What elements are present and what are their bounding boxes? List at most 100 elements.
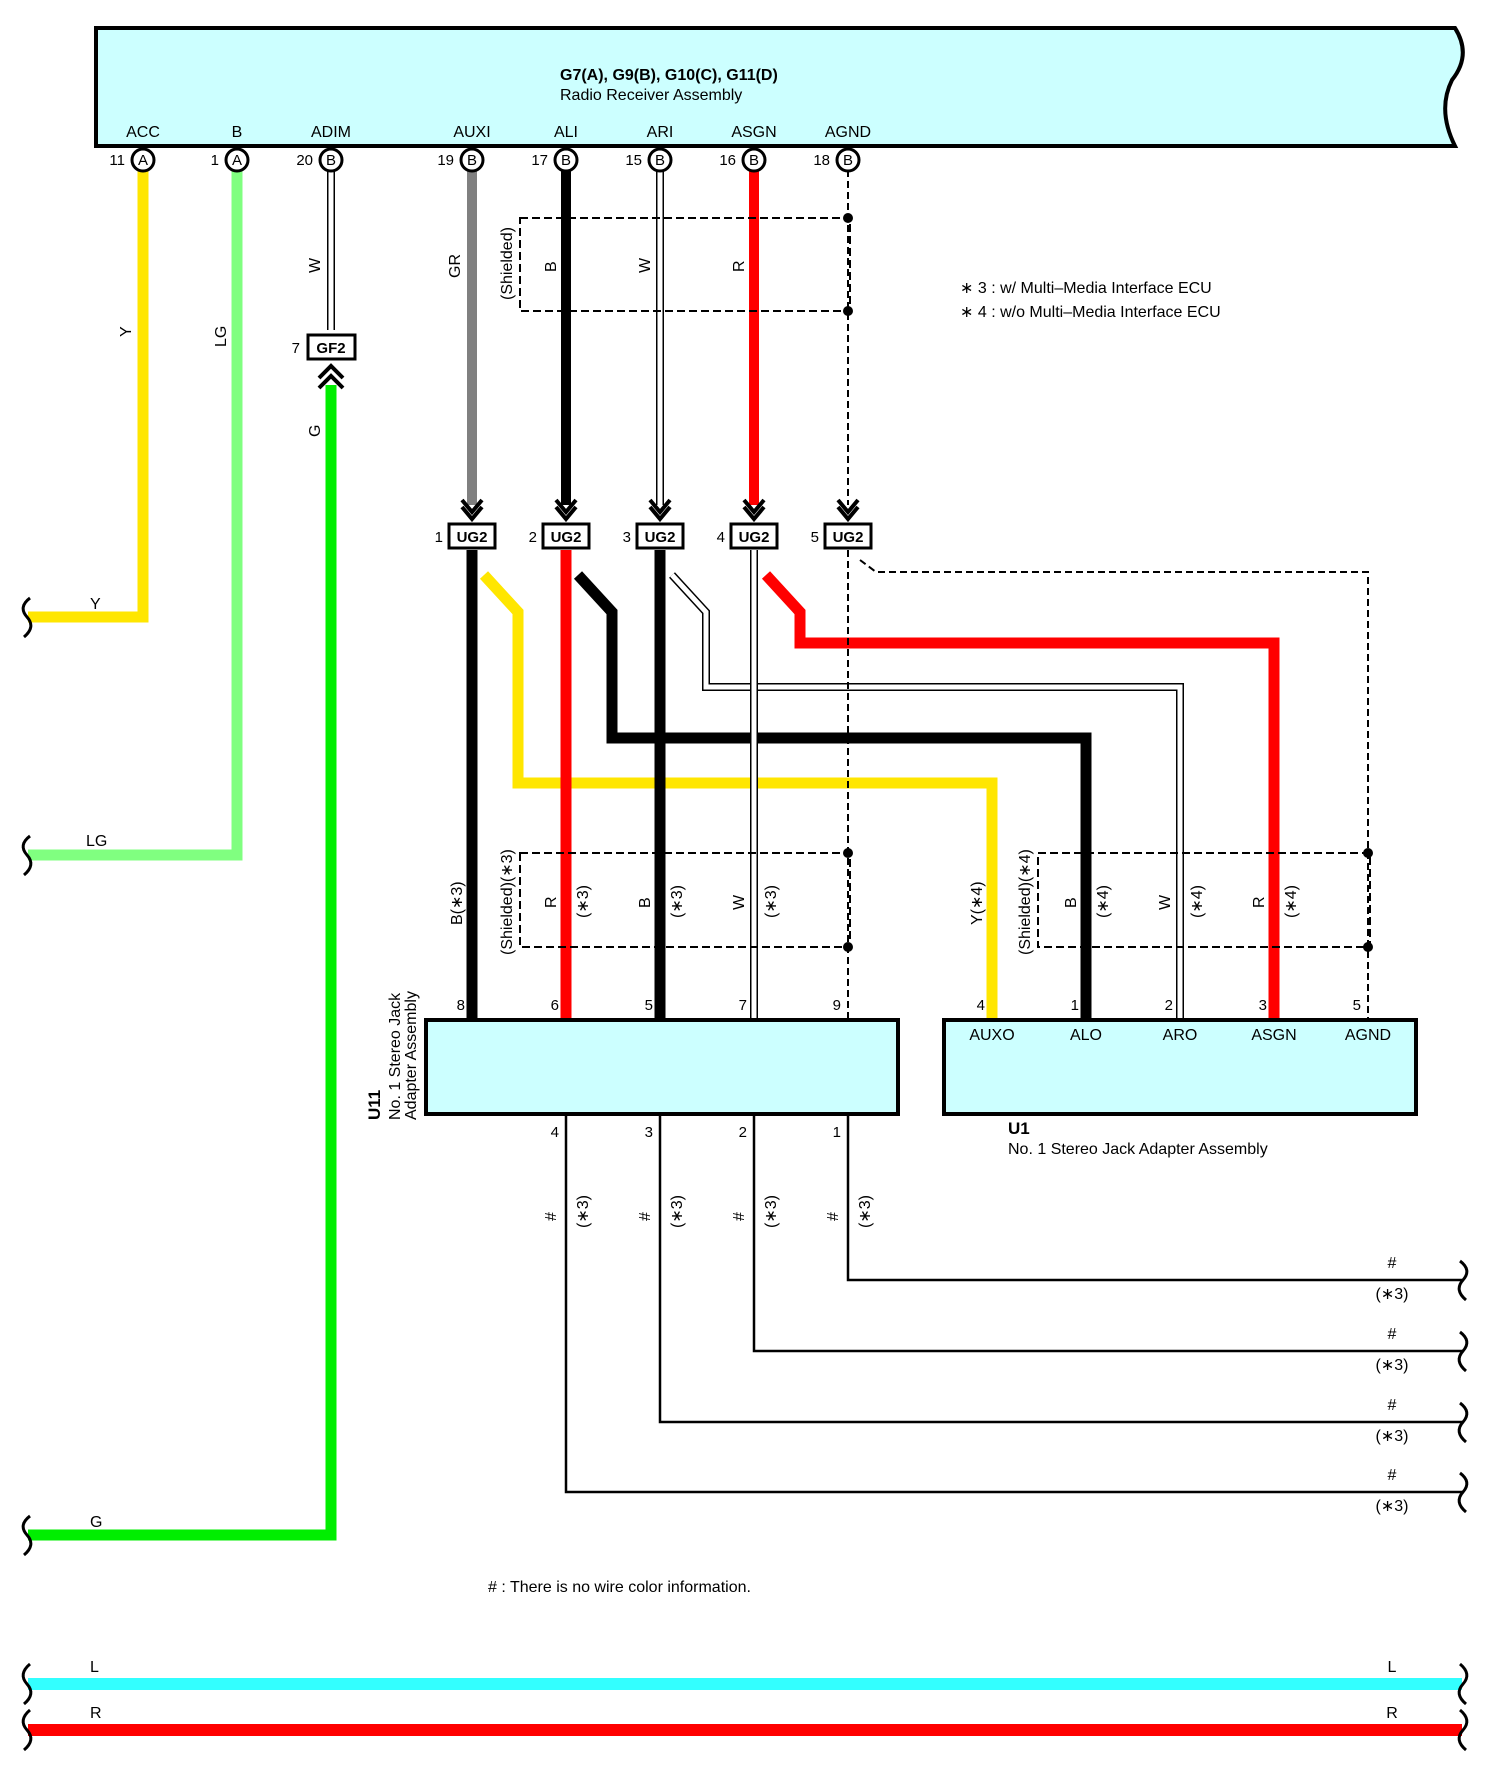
svg-text:11: 11: [109, 152, 125, 169]
break-icon: [1457, 1662, 1469, 1706]
label-lg: LG: [213, 326, 230, 347]
u1-pin-2: 2: [1165, 997, 1173, 1014]
break-icon: [21, 596, 33, 639]
term-circle-asgn: B 16: [719, 147, 767, 173]
u11-name-line1: No. 1 Stereo Jack: [387, 992, 404, 1120]
svg-text:(∗3): (∗3): [669, 1195, 686, 1228]
svg-text:Y: Y: [90, 596, 101, 613]
label-w-adim: W: [307, 257, 324, 273]
u11-output-labels: # (∗3) # (∗3) # (∗3) # (∗3) # (∗3) # (∗3…: [543, 1195, 1408, 1515]
label-b-star3: B(∗3): [449, 881, 466, 925]
svg-text:3: 3: [623, 529, 631, 546]
radio-subtitle: Radio Receiver Assembly: [560, 87, 742, 104]
u11-name-line2: Adapter Assembly: [403, 991, 420, 1120]
wire-black-alo: [573, 571, 1092, 1018]
u1-term-aro: ARO: [1163, 1027, 1198, 1044]
svg-text:UG2: UG2: [551, 529, 582, 546]
ug2-pin-5: UG2 5: [811, 498, 873, 550]
wire-g: [28, 385, 337, 1541]
u11-id: U11: [365, 1090, 384, 1120]
ug2-arrow-icon: [836, 498, 860, 523]
svg-text:1: 1: [435, 529, 443, 546]
u1-assembly: 4 1 2 3 5 AUXO ALO ARO ASGN AGND U1 No. …: [942, 997, 1418, 1158]
top-wire-labels: Y LG W G GR (Shielded) B W R: [118, 227, 748, 437]
u1-id: U1: [1008, 1119, 1030, 1138]
u1-term-alo: ALO: [1070, 1027, 1102, 1044]
u11-pin-9: 9: [833, 997, 841, 1014]
u11-wire-labels: B(∗3) (Shielded)(∗3) R (∗3) B (∗3) W (∗3…: [449, 849, 780, 955]
connector-gf2: GF2 7: [292, 333, 357, 390]
svg-text:R: R: [90, 1705, 102, 1722]
left-end-labels: Y LG G: [86, 596, 107, 1531]
u11-pin-3: 3: [645, 1124, 653, 1141]
label-w-u1: W: [1157, 894, 1174, 910]
ug2-pin-2: UG2 2: [529, 498, 591, 550]
svg-text:G: G: [90, 1514, 102, 1531]
term-circle-acc: A 11: [109, 147, 156, 173]
ug2-arrow-icon: [460, 498, 484, 523]
radio-terminal-labels: ACC B ADIM AUXI ALI ARI ASGN AGND: [126, 124, 871, 141]
label-shielded-top: (Shielded): [499, 227, 516, 300]
shield-box-top: [519, 217, 851, 312]
u1-pin-4: 4: [977, 997, 985, 1014]
svg-text:L: L: [1388, 1659, 1397, 1676]
label-b-star3-2: (∗3): [669, 885, 686, 918]
u11-output-wires: [564, 1116, 1462, 1494]
wire-dashed-agnd-u1: [859, 559, 1369, 1018]
break-icon: [1457, 1708, 1469, 1752]
ug2-pin-4: UG2 4: [717, 498, 779, 550]
svg-text:B: B: [467, 152, 477, 169]
label-r-star3: (∗3): [575, 885, 592, 918]
svg-text:5: 5: [811, 529, 819, 546]
svg-text:GF2: GF2: [316, 340, 345, 357]
note-star4: ∗ 4 : w/o Multi–Media Interface ECU: [960, 304, 1221, 321]
wire-white-aro: [669, 572, 1184, 1018]
terminal-ari: ARI: [647, 124, 674, 141]
terminal-b: B: [232, 124, 243, 141]
bus-lines: L L R R: [21, 1659, 1469, 1752]
svg-text:(∗3): (∗3): [1376, 1286, 1409, 1303]
svg-text:4: 4: [717, 529, 725, 546]
break-symbols: [21, 596, 1469, 1557]
svg-text:17: 17: [531, 152, 548, 169]
note-star3: ∗ 3 : w/ Multi–Media Interface ECU: [960, 280, 1212, 297]
term-circle-ali: B 17: [531, 147, 579, 173]
u1-wire-labels: Y(∗4) (Shielded)(∗4) B (∗4) W (∗4) R (∗4…: [969, 849, 1300, 955]
svg-text:#: #: [543, 1212, 560, 1221]
label-b-ali: B: [543, 261, 560, 272]
svg-text:(∗3): (∗3): [857, 1195, 874, 1228]
svg-text:(∗3): (∗3): [1376, 1357, 1409, 1374]
wire-u11-out-4: [564, 1116, 1462, 1494]
break-icon: [1457, 1471, 1469, 1514]
svg-text:R: R: [1386, 1705, 1398, 1722]
terminal-agnd: AGND: [825, 124, 871, 141]
u1-term-auxo: AUXO: [969, 1027, 1014, 1044]
ug2-arrow-icon: [742, 498, 766, 523]
svg-text:#: #: [1388, 1326, 1397, 1343]
ug2-connectors: UG2 1 UG2 2 UG2 3 UG2 4 UG2 5: [435, 498, 873, 550]
u11-pin-7: 7: [739, 997, 747, 1014]
svg-text:A: A: [232, 152, 242, 169]
note-hash: # : There is no wire color information.: [488, 1579, 751, 1596]
label-g: G: [307, 425, 324, 437]
svg-text:#: #: [731, 1212, 748, 1221]
term-circle-agnd: B 18: [813, 147, 861, 173]
u11-pin-1: 1: [833, 1124, 841, 1141]
label-w-ari: W: [637, 257, 654, 273]
svg-text:#: #: [1388, 1255, 1397, 1272]
label-r-u1: R: [1251, 896, 1268, 908]
label-b-star4: (∗4): [1095, 885, 1112, 918]
svg-text:B: B: [749, 152, 759, 169]
u11-pin-6: 6: [551, 997, 559, 1014]
label-w-star4: (∗4): [1189, 885, 1206, 918]
label-w-u11: W: [731, 894, 748, 910]
break-icon: [1457, 1259, 1469, 1302]
radio-title: G7(A), G9(B), G10(C), G11(D): [560, 67, 778, 84]
u11-pin-8: 8: [457, 997, 465, 1014]
wire-red-asgn: [761, 571, 1280, 1018]
terminal-ali: ALI: [554, 124, 578, 141]
u11-pin-5: 5: [645, 997, 653, 1014]
ug2-pin-3: UG2 3: [623, 498, 685, 550]
wire-u11-out-2: [752, 1116, 1462, 1353]
svg-text:1: 1: [211, 152, 219, 169]
